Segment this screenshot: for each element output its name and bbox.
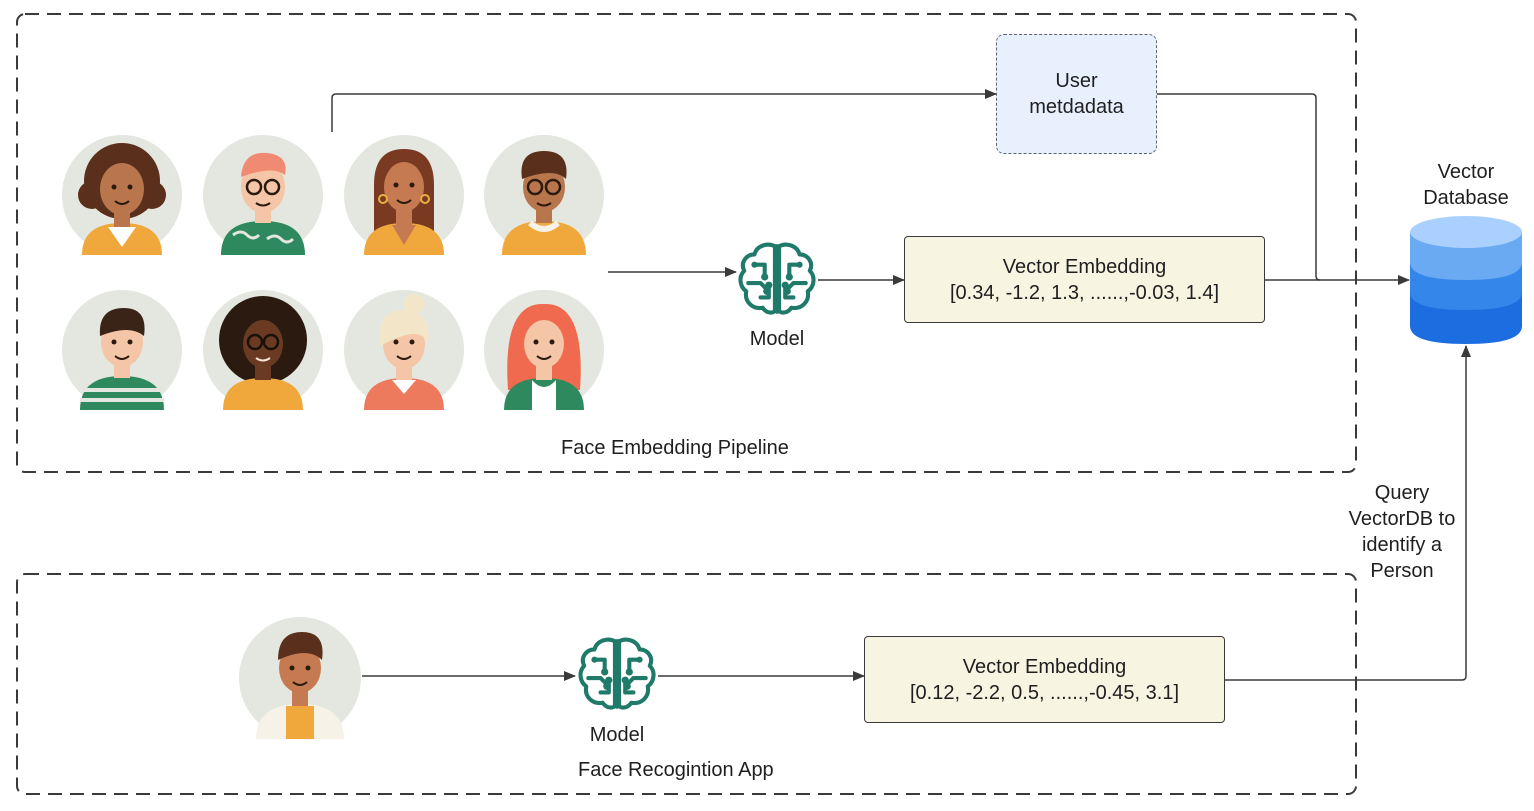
app-container [16, 573, 1357, 795]
database-label-line1: Vector [1437, 161, 1495, 183]
query-label: Query VectorDB to identify a Person [1332, 480, 1472, 584]
database-label-line2: Database [1423, 187, 1509, 209]
query-label-line1: Query [1374, 482, 1430, 504]
app-model-label: Model [589, 724, 645, 746]
app-embedding-title: Vector Embedding [962, 655, 1127, 678]
query-label-line4: Person [1370, 560, 1434, 582]
vector-database-icon [1410, 216, 1522, 344]
face-glasses-curly-man-icon [484, 135, 604, 255]
app-title: Face Recogintion App [578, 759, 774, 781]
faces-to-metadata-arrow [331, 89, 997, 132]
pipeline-model-label: Model [749, 328, 805, 350]
app-embedding-box: Vector Embedding [0.12, -2.2, 0.5, .....… [864, 636, 1225, 723]
app-model-brain-icon [580, 640, 653, 708]
metadata-label-line1: User [1055, 70, 1098, 92]
pipeline-container [16, 13, 1357, 473]
query-label-line3: identify a [1361, 534, 1443, 556]
pipeline-embedding-box: Vector Embedding [0.34, -1.2, 1.3, .....… [904, 236, 1265, 323]
database-label: Vector Database [1396, 159, 1534, 211]
user-metadata-box: User metdadata [996, 34, 1157, 154]
face-striped-shirt-man-icon [62, 290, 182, 410]
metadata-label-line2: metdadata [1029, 96, 1124, 118]
face-long-hair-woman-icon [344, 135, 464, 255]
app-query-face-icon [239, 617, 361, 739]
face-blonde-bun-woman-icon [344, 290, 464, 410]
query-to-database-arrow [1225, 345, 1471, 681]
app-embedding-values: [0.12, -2.2, 0.5, ......,-0.45, 3.1] [909, 681, 1180, 704]
face-pink-hair-glasses-man-icon [203, 135, 323, 255]
pipeline-title: Face Embedding Pipeline [561, 437, 789, 459]
face-curly-brown-woman-icon [62, 135, 182, 255]
face-red-curly-woman-icon [484, 290, 604, 410]
query-label-line2: VectorDB to [1348, 508, 1456, 530]
pipeline-embedding-values: [0.34, -1.2, 1.3, ......,-0.03, 1.4] [949, 281, 1220, 304]
pipeline-model-brain-icon [740, 245, 813, 313]
face-afro-glasses-woman-icon [203, 290, 323, 410]
pipeline-embedding-title: Vector Embedding [1002, 255, 1167, 278]
